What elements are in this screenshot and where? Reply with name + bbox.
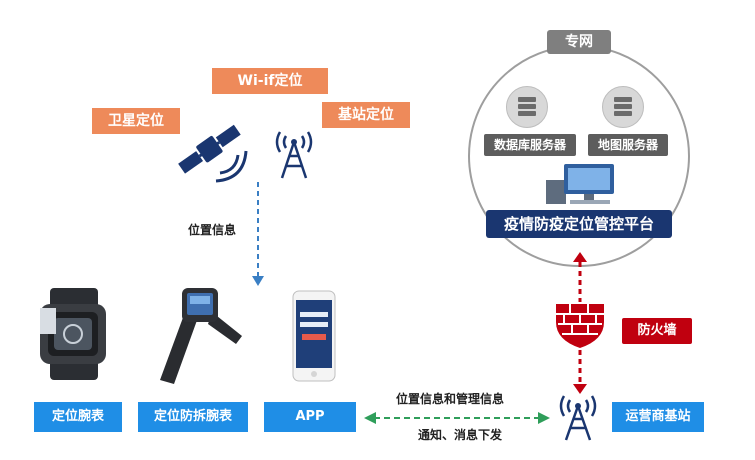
phone-app-image: [292, 290, 336, 382]
platform-title: 疫情防疫定位管控平台: [486, 210, 672, 238]
link-bottom-label: 通知、消息下发: [418, 428, 503, 442]
anti-removal-watch-image: [160, 288, 242, 384]
satellite-icon: [178, 124, 248, 183]
anti-removal-watch-button: 定位防拆腕表: [138, 402, 248, 432]
positioning-watch-button: 定位腕表: [34, 402, 122, 432]
operator-tower-icon: [559, 395, 597, 441]
position-info-label: 位置信息: [188, 223, 237, 237]
base-station-positioning-tag: 基站定位: [322, 102, 410, 128]
database-server-icon: [506, 86, 548, 128]
map-server-icon: [602, 86, 644, 128]
firewall-icon: [556, 304, 604, 348]
link-top-label: 位置信息和管理信息: [396, 392, 505, 406]
operator-base-station-button: 运营商基站: [612, 402, 704, 432]
map-server-label: 地图服务器: [588, 134, 668, 156]
firewall-link-arrow: [573, 252, 587, 394]
private-network-tag: 专网: [547, 30, 611, 54]
satellite-positioning-tag: 卫星定位: [92, 108, 180, 134]
platform-workstation-icon: [546, 164, 614, 204]
app-button: APP: [264, 402, 356, 432]
position-info-arrow: [252, 182, 264, 286]
database-server-label: 数据库服务器: [484, 134, 576, 156]
bidirectional-link-arrow: [364, 412, 550, 424]
wifi-positioning-tag: Wi-if定位: [212, 68, 328, 94]
positioning-watch-image: [40, 288, 106, 380]
firewall-label: 防火墙: [622, 318, 692, 344]
cell-tower-icon: [275, 131, 313, 179]
